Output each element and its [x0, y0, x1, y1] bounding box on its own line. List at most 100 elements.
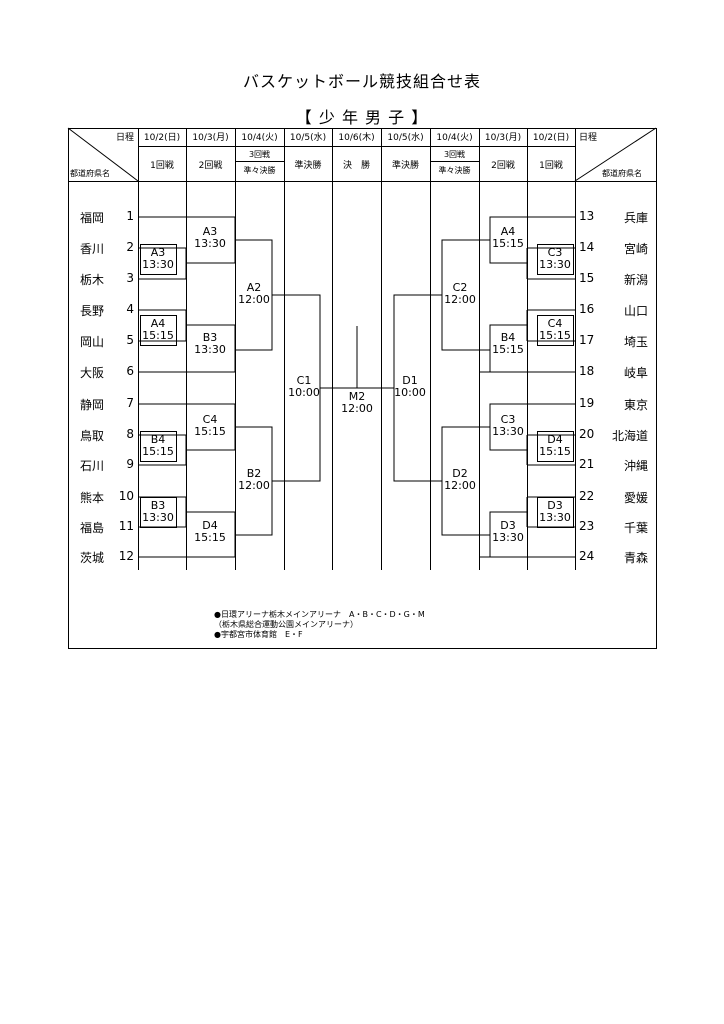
team-name: 栃木 [80, 273, 105, 287]
team-name: 岡山 [80, 335, 105, 349]
column-round: 準決勝 [294, 161, 322, 171]
team-seed: 22 [579, 489, 595, 503]
team-name: 宮崎 [623, 242, 648, 256]
column-date: 10/4(火) [241, 133, 278, 143]
venue-notes: ●日環アリーナ栃木メインアリーナ A・B・C・D・G・M （栃木県総合運動公園メ… [214, 610, 425, 640]
match-code: C2 [452, 281, 468, 294]
match-time: 12:00 [444, 293, 476, 306]
column-date: 10/5(水) [289, 133, 327, 143]
team-seed: 14 [579, 240, 595, 254]
column-round-sub: 準々決勝 [243, 166, 276, 175]
team-name: 沖縄 [623, 459, 648, 473]
match-code: C4 [202, 413, 218, 426]
match-time: 15:15 [492, 343, 524, 356]
match-code: A2 [246, 281, 262, 294]
team-seed: 13 [579, 209, 595, 223]
team-name: 香川 [80, 242, 105, 256]
column-date: 10/4(火) [436, 133, 473, 143]
match-code: A4 [150, 317, 166, 330]
team-name: 石川 [80, 459, 105, 473]
column-round: 2回戦 [491, 161, 515, 171]
team-name: 長野 [80, 304, 105, 318]
match-time: 13:30 [194, 237, 226, 250]
team-seed: 23 [579, 519, 595, 533]
match-time: 13:30 [142, 511, 174, 524]
column-round: 準決勝 [391, 161, 419, 171]
team-seed: 15 [579, 271, 595, 285]
match-time: 15:15 [492, 237, 524, 250]
team-name: 千葉 [623, 521, 648, 535]
page-title: バスケットボール競技組合せ表 [242, 72, 481, 91]
match-code: A3 [150, 246, 166, 259]
match-time: 13:30 [492, 425, 524, 438]
right-diagonal [574, 127, 657, 182]
match-code: D4 [202, 519, 218, 532]
venue-note-2: （栃木県総合運動公園メインアリーナ） [214, 620, 358, 629]
match-code: C1 [296, 374, 312, 387]
team-name: 福岡 [80, 211, 105, 225]
team-seed: 19 [579, 396, 595, 410]
team-name: 北海道 [611, 429, 648, 443]
column-date: 10/6(木) [338, 133, 375, 143]
match-code: D2 [452, 467, 468, 480]
match-time: 12:00 [444, 479, 476, 492]
column-round: 3回戦 [443, 150, 466, 159]
match-time: 15:15 [539, 445, 571, 458]
match-time: 13:30 [142, 258, 174, 271]
team-seed: 5 [126, 333, 134, 347]
team-seed: 8 [126, 427, 134, 441]
page-subtitle: 【 少 年 男 子 】 [295, 108, 429, 127]
match-code: D1 [402, 374, 418, 387]
match-code: C3 [500, 413, 516, 426]
match-code: A4 [500, 225, 516, 238]
team-seed: 18 [579, 364, 595, 378]
team-name: 茨城 [80, 551, 105, 565]
left-r1-boxes [140, 244, 177, 528]
match-time: 13:30 [492, 531, 524, 544]
schedule-label-left: 日程 [116, 133, 135, 143]
column-round: 1回戦 [150, 161, 174, 171]
left-bracket-lines [138, 216, 394, 558]
match-code: C3 [547, 246, 563, 259]
match-time: 15:15 [539, 329, 571, 342]
team-name: 熊本 [80, 491, 105, 505]
match-code: A3 [202, 225, 218, 238]
column-round: 3回戦 [248, 150, 271, 159]
right-bracket-lines [393, 216, 575, 558]
match-code: D4 [547, 433, 563, 446]
prefecture-label-left: 都道府県名 [70, 169, 110, 178]
team-seed: 4 [126, 302, 134, 316]
team-name: 福島 [80, 521, 105, 535]
team-seed: 16 [579, 302, 595, 316]
match-code: B3 [202, 331, 218, 344]
team-seed: 12 [118, 549, 134, 563]
match-time: 10:00 [288, 386, 320, 399]
prefecture-label-right: 都道府県名 [602, 169, 642, 178]
team-seed: 9 [126, 457, 134, 471]
team-seed: 17 [579, 333, 595, 347]
column-date: 10/3(月) [192, 133, 229, 143]
column-date: 10/3(月) [484, 133, 522, 143]
team-seed: 1 [126, 209, 134, 223]
team-seed: 21 [579, 457, 595, 471]
